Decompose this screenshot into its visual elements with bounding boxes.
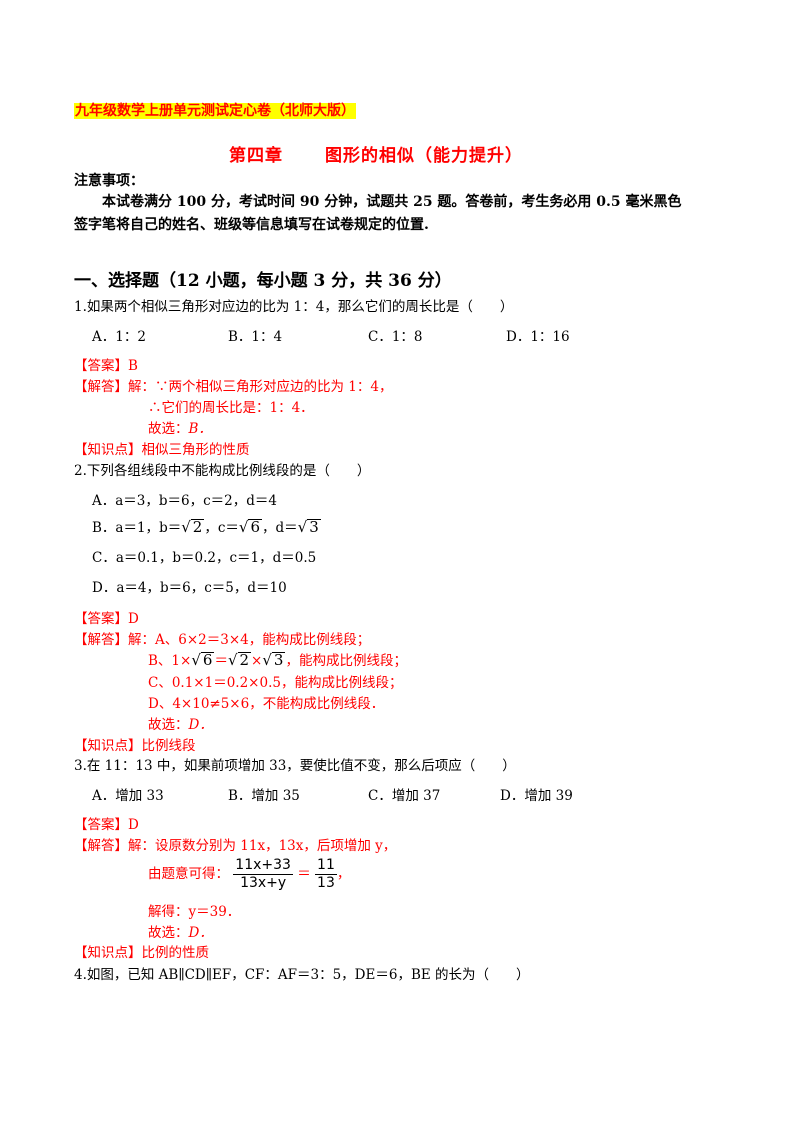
q3-solution-line-3: 解得：y＝39． xyxy=(148,904,241,920)
q2-solution-line-3: C、0.1×1＝0.2×0.5，能构成比例线段； xyxy=(148,675,403,691)
notice-line-2: 签字笔将自己的姓名、班级等信息填写在试卷规定的位置. xyxy=(74,217,429,233)
chapter-number: 第四章 xyxy=(229,146,283,166)
q2-solution-line-5: 故选：D． xyxy=(148,717,213,733)
q2-option-c: C．a＝0.1，b＝0.2，c＝1，d＝0.5 xyxy=(92,550,317,566)
series-title: 九年级数学上册单元测试定心卷（北师大版） xyxy=(74,103,356,119)
sqrt-3: √3 xyxy=(297,518,321,536)
q3-answer: 【答案】D xyxy=(74,817,139,833)
q3-option-d: D．增加 39 xyxy=(500,788,573,804)
q3-option-b: B．增加 35 xyxy=(228,788,300,804)
q1-answer: 【答案】B xyxy=(74,358,138,374)
q3-solution-line-1: 【解答】解：设原数分别为 11x，13x，后项增加 y， xyxy=(74,838,397,854)
question-4-stem: 4.如图，已知 AB∥CD∥EF，CF：AF＝3：5，DE＝6，BE 的长为（ … xyxy=(74,967,530,983)
sqrt-6-sol: √6 xyxy=(191,651,215,669)
sqrt-2: √2 xyxy=(181,518,205,536)
q2-solution-line-2: B、1×√6＝√2×√3，能构成比例线段； xyxy=(148,651,407,669)
question-2-stem: 2.下列各组线段中不能构成比例线段的是（ ） xyxy=(74,463,371,479)
q1-solution-line-1: 【解答】解：∵两个相似三角形对应边的比为 1：4， xyxy=(74,379,393,395)
q1-solution-line-2: ∴它们的周长比是：1：4． xyxy=(148,400,314,416)
q2-option-a: A．a＝3，b＝6，c＝2，d＝4 xyxy=(92,493,277,509)
q2-answer: 【答案】D xyxy=(74,611,139,627)
sqrt-3-sol: √3 xyxy=(262,651,286,669)
q3-option-a: A．增加 33 xyxy=(92,788,164,804)
q2-option-b: B．a＝1，b＝√2，c＝√6，d＝√3 xyxy=(92,518,321,536)
notice-heading: 注意事项： xyxy=(74,173,144,189)
q1-option-a: A．1：2 xyxy=(92,329,146,345)
q3-knowledge-point: 【知识点】比例的性质 xyxy=(74,945,209,961)
question-1-stem: 1.如果两个相似三角形对应边的比为 1：4，那么它们的周长比是（ ） xyxy=(74,299,514,315)
question-3-stem: 3.在 11：13 中，如果前项增加 33，要使比值不变，那么后项应（ ） xyxy=(74,758,516,774)
q2-solution-line-4: D、4×10≠5×6，不能构成比例线段． xyxy=(148,696,385,712)
q1-option-c: C．1：8 xyxy=(368,329,423,345)
q2-option-d: D．a＝4，b＝6，c＝5，d＝10 xyxy=(92,580,287,596)
sqrt-2-sol: √2 xyxy=(227,651,252,669)
q1-option-b: B．1：4 xyxy=(228,329,283,345)
q1-solution-line-3: 故选：B． xyxy=(148,421,212,437)
notice-line-1: 本试卷满分 100 分，考试时间 90 分钟，试题共 25 题。答卷前，考生务必… xyxy=(102,194,682,210)
section-title: 一、选择题（12 小题，每小题 3 分，共 36 分） xyxy=(74,271,452,291)
q2-knowledge-point: 【知识点】比例线段 xyxy=(74,738,196,754)
sqrt-6: √6 xyxy=(238,518,262,536)
chapter-title: 图形的相似（能力提升） xyxy=(325,146,523,166)
q2-solution-line-1: 【解答】解：A、6×2＝3×4，能构成比例线段； xyxy=(74,632,371,648)
q3-option-c: C．增加 37 xyxy=(368,788,441,804)
q1-option-d: D．1：16 xyxy=(506,329,570,345)
q3-solution-line-4: 故选：D． xyxy=(148,925,213,941)
q1-knowledge-point: 【知识点】相似三角形的性质 xyxy=(74,442,250,458)
chapter-heading: 第四章 图形的相似（能力提升） xyxy=(229,141,523,166)
